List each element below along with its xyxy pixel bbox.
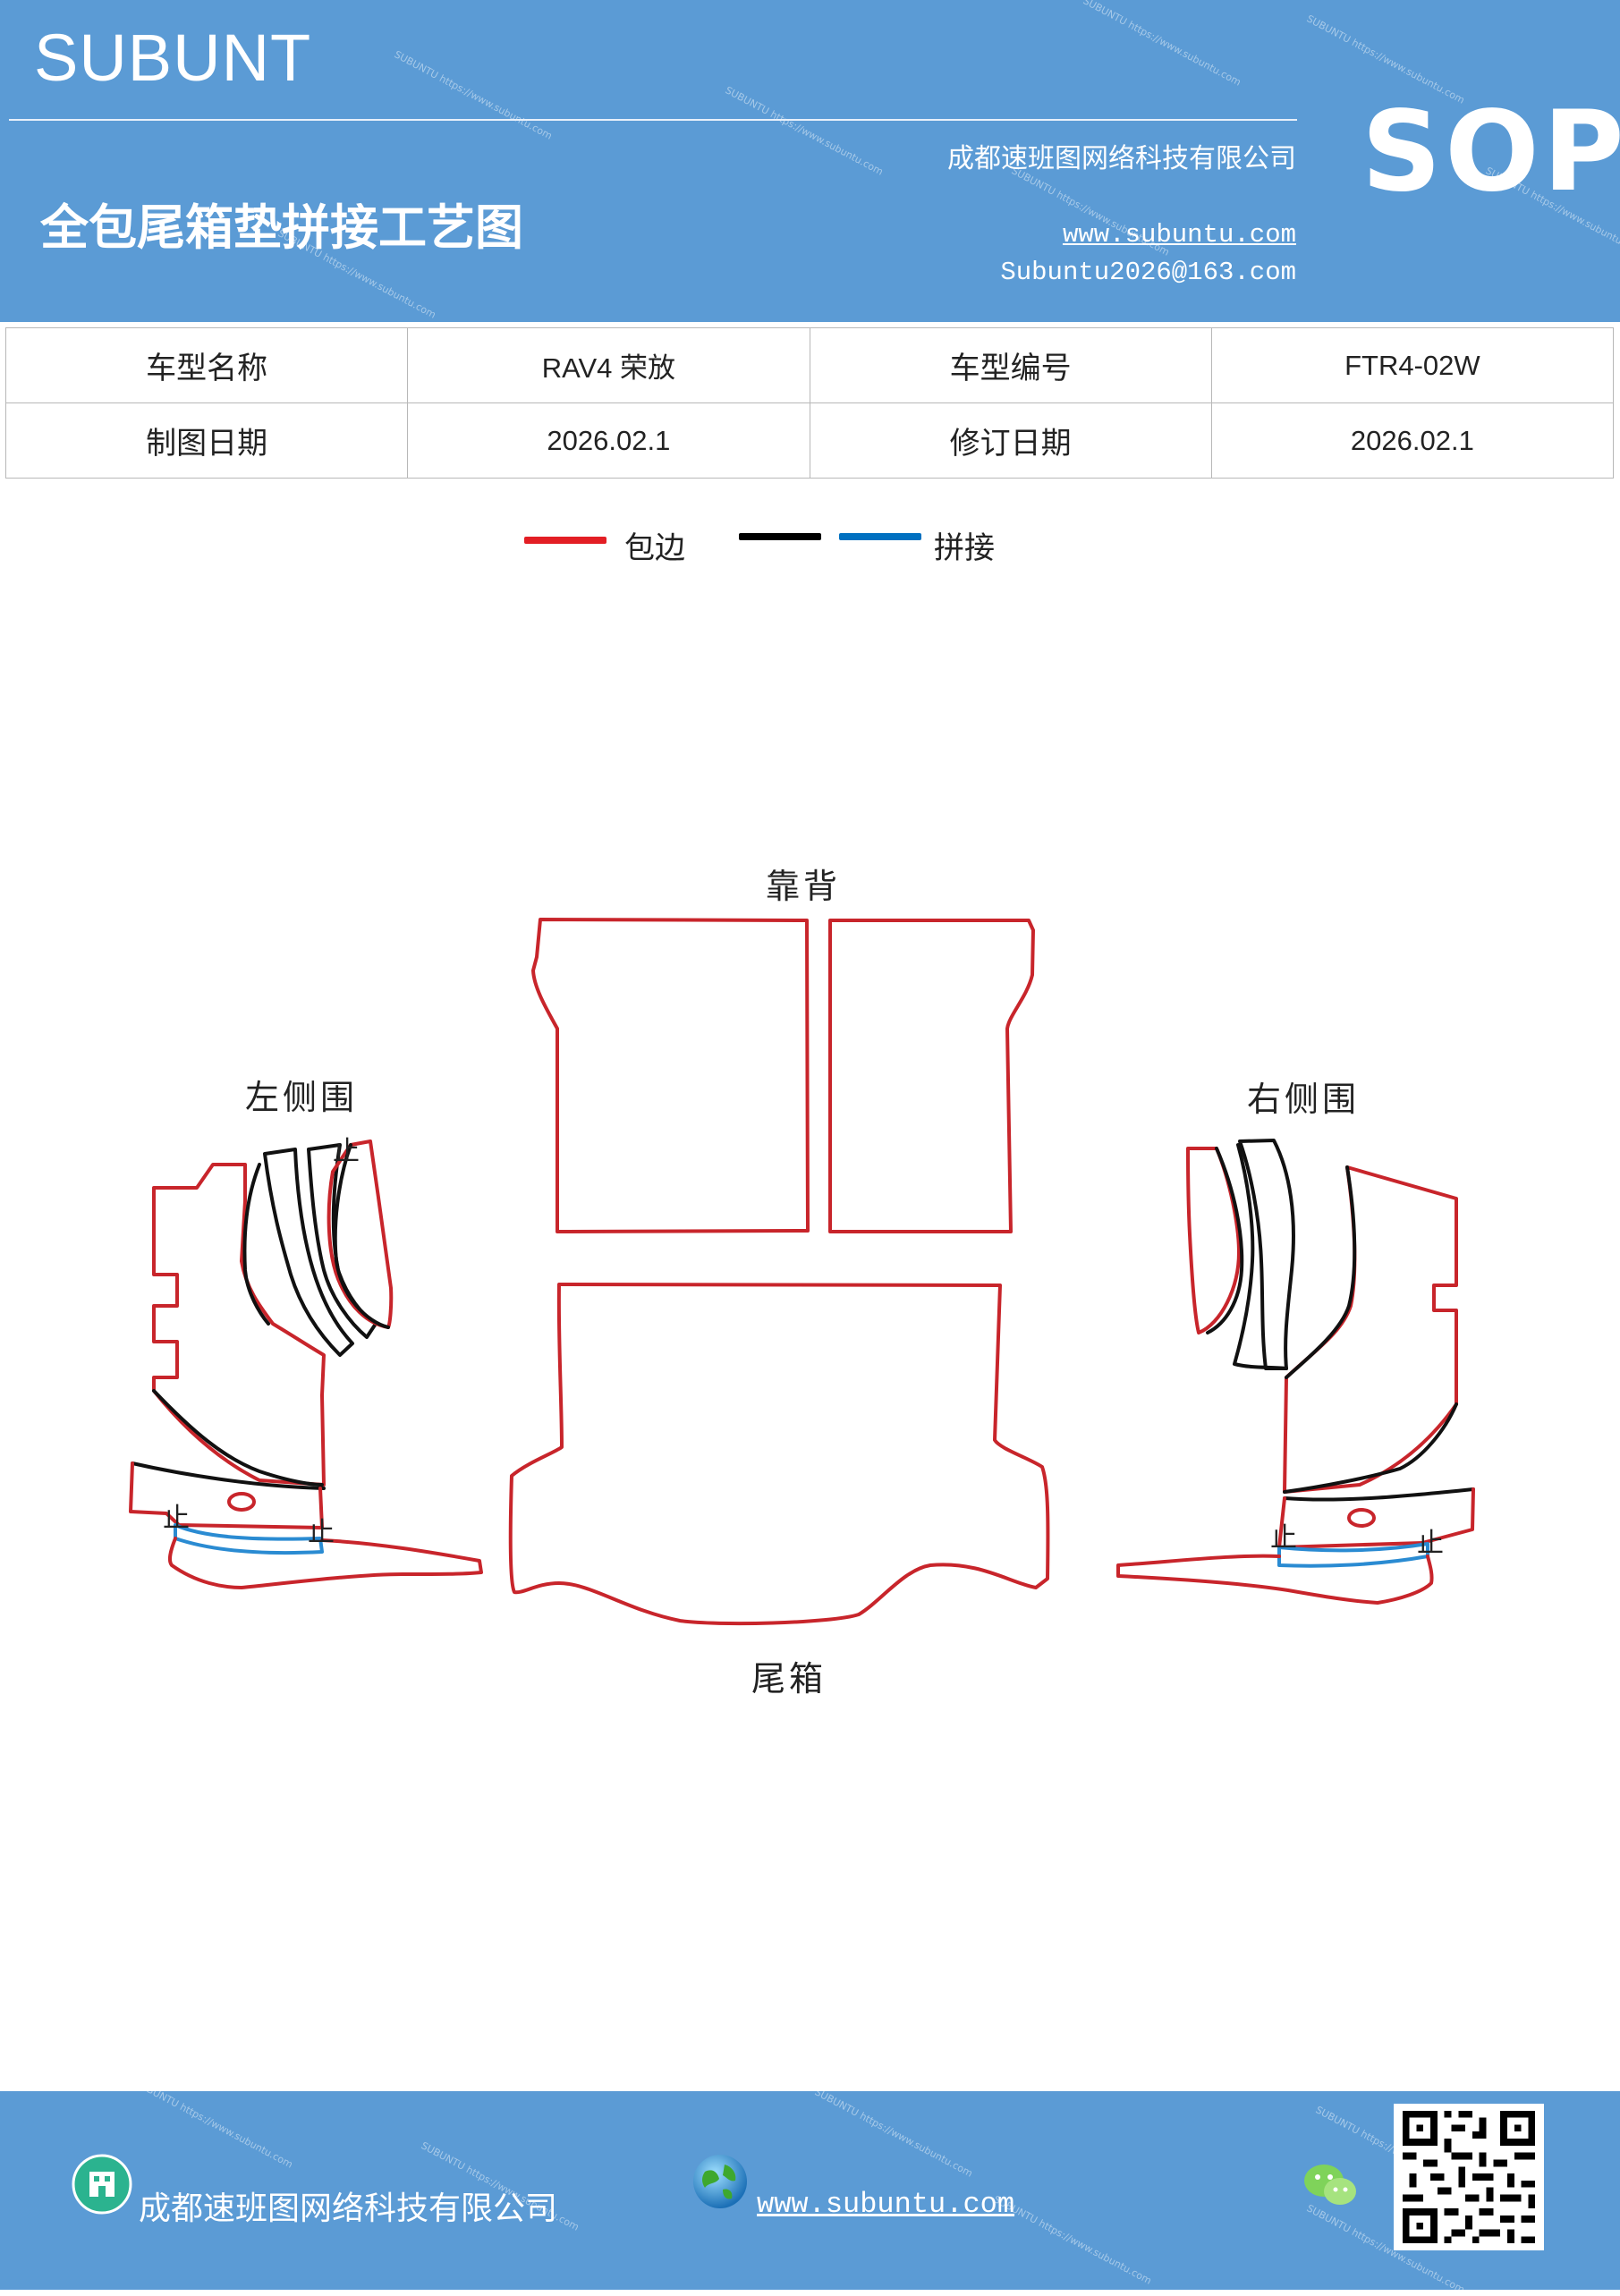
table-row: 制图日期 2026.02.1 修订日期 2026.02.1: [4, 402, 1615, 479]
legend-swatch-edge: [524, 537, 606, 544]
left-wheel-arch-seam-3: [307, 1143, 377, 1339]
stop-mark: 止: [308, 1517, 335, 1548]
left-wheel-arch-inner-seam: [333, 1143, 390, 1329]
right-wheel-arch-seam-3: [1233, 1143, 1288, 1370]
legend-swatch-splice: [839, 533, 921, 540]
table-cell-value: 2026.02.1: [1210, 402, 1615, 479]
left-strip-hole: [227, 1492, 256, 1512]
website-link[interactable]: www.subuntu.com: [1062, 220, 1296, 250]
right-side-wall-seam: [1283, 1402, 1458, 1494]
stop-mark: 止: [163, 1503, 190, 1534]
right-wheel-arch-edge: [1186, 1147, 1241, 1334]
wechat-icon: [1304, 2165, 1356, 2205]
left-lower-strip-seam: [131, 1461, 326, 1490]
backrest-right-panel: [828, 919, 1035, 1233]
sop-label: SOP: [1361, 88, 1620, 216]
stop-mark: 止: [1417, 1528, 1444, 1559]
footer-website-link[interactable]: www.subuntu.com: [757, 2188, 1015, 2221]
table-cell-label: 车型编号: [809, 327, 1212, 403]
document-title: 全包尾箱垫拼接工艺图: [40, 199, 523, 256]
globe-icon: [693, 2155, 747, 2208]
building-icon: [72, 2154, 132, 2215]
email-address: Subuntu2026@163.com: [1000, 258, 1296, 287]
vehicle-info-table: 车型名称 RAV4 荣放 车型编号 FTR4-02W 制图日期 2026.02.…: [4, 327, 1615, 479]
table-row: 车型名称 RAV4 荣放 车型编号 FTR4-02W: [4, 327, 1615, 403]
legend-swatch-seam: [739, 533, 821, 540]
right-lower-strip-seam: [1283, 1487, 1475, 1502]
label-right-side: 右侧围: [1247, 1080, 1361, 1119]
left-lower-strip-edge: [129, 1461, 324, 1529]
stop-mark: 止: [333, 1136, 360, 1167]
label-backrest: 靠背: [766, 867, 842, 906]
brand-name: SUBUNT: [34, 21, 312, 95]
legend-label-splice: 拼接: [934, 530, 995, 566]
header-divider: [9, 119, 1297, 121]
header-banner: SUBUNTU https://www.subuntu.com SUBUNTU …: [0, 0, 1620, 322]
table-cell-label: 车型名称: [4, 327, 409, 403]
trunk-floor-panel: [508, 1283, 1050, 1626]
right-bottom-strip-edge: [1116, 1554, 1434, 1605]
left-splice-line: [174, 1523, 324, 1555]
label-trunk: 尾箱: [751, 1659, 827, 1699]
left-bottom-strip-edge: [167, 1537, 483, 1589]
left-wheel-arch-seam-1: [242, 1163, 270, 1326]
footer-company-name: 成都速班图网络科技有限公司: [139, 2190, 558, 2227]
label-left-side: 左侧围: [245, 1078, 359, 1117]
table-cell-value: RAV4 荣放: [407, 327, 810, 403]
right-wheel-arch-inner-seam: [1206, 1147, 1244, 1334]
table-cell-label: 修订日期: [809, 402, 1212, 479]
right-wheel-arch-seam-2: [1238, 1139, 1295, 1370]
table-cell-value: 2026.02.1: [407, 402, 810, 479]
table-cell-value: FTR4-02W: [1210, 327, 1615, 403]
qr-code-pattern: [1395, 2104, 1542, 2250]
qr-code: [1394, 2104, 1544, 2250]
left-side-wall-seam: [152, 1389, 324, 1487]
backrest-left-panel: [531, 918, 810, 1233]
left-wheel-arch-seam-2: [263, 1148, 354, 1357]
table-cell-label: 制图日期: [4, 402, 409, 479]
legend-label-edge: 包边: [624, 530, 685, 566]
right-wheel-arch-seam-1: [1285, 1165, 1357, 1379]
legend: 包边 拼接: [0, 523, 1620, 568]
company-name: 成都速班图网络科技有限公司: [947, 143, 1296, 174]
stop-mark: 止: [1270, 1522, 1297, 1554]
right-strip-hole: [1347, 1508, 1376, 1528]
left-side-wall-edge: [152, 1163, 326, 1487]
